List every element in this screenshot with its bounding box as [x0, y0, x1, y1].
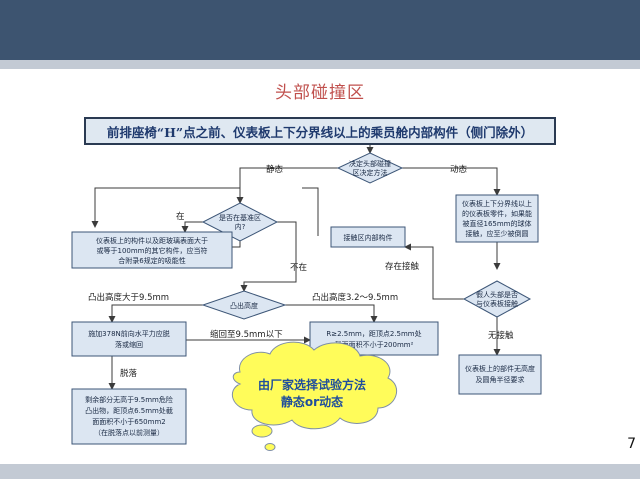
header-bar	[0, 0, 640, 60]
svg-text:的仪表板零件，如果能: 的仪表板零件，如果能	[462, 209, 532, 218]
svg-text:仪表板上的构件以及距玻璃表面大于: 仪表板上的构件以及距玻璃表面大于	[96, 236, 208, 245]
dynamic-label: 动态	[450, 164, 468, 175]
contact-area-box: 接触区内部构件	[330, 226, 406, 248]
header-band	[0, 60, 640, 69]
static-label: 静态	[266, 164, 284, 175]
inside-label: 在	[176, 211, 185, 222]
svg-text:假人头部是否: 假人头部是否	[476, 290, 518, 299]
page-number: 7	[627, 436, 636, 452]
svg-text:剩余部分无高于9.5mm危险: 剩余部分无高于9.5mm危险	[85, 395, 173, 404]
remaining-part-box: 剩余部分无高于9.5mm危险 凸出物，距顶点6.5mm处截 面面积不小于650m…	[71, 388, 187, 445]
svg-text:接触区内部构件: 接触区内部构件	[344, 233, 393, 242]
svg-text:截面面积不小于200mm²: 截面面积不小于200mm²	[335, 340, 414, 349]
svg-text:R≥2.5mm，距顶点2.5mm处: R≥2.5mm，距顶点2.5mm处	[326, 329, 421, 338]
svg-text:（在脱落点以前测量）: （在脱落点以前测量）	[94, 428, 164, 437]
scope-banner: 前排座椅“H”点之前、仪表板上下分界线以上的乘员舱内部构件（侧门除外）	[84, 117, 556, 145]
svg-text:内?: 内?	[235, 222, 246, 231]
svg-text:凸出高度: 凸出高度	[230, 301, 258, 310]
head-contact-diamond: 假人头部是否 与仪表板接触	[462, 280, 532, 318]
svg-text:是否在基准区: 是否在基准区	[219, 213, 261, 222]
svg-text:面面积不小于650mm2: 面面积不小于650mm2	[92, 417, 165, 426]
svg-text:区决定方法: 区决定方法	[353, 168, 388, 177]
push-force-box: 施加378N前向水平力应脱 落或缩回	[71, 321, 187, 357]
test-method-cloud: 由厂家选择试验方法 静态or动态	[231, 341, 398, 451]
slide-title: 头部碰撞区	[275, 83, 365, 103]
no-height-requirement-box: 仪表板上的部件无高度 及圆角半径要求	[458, 354, 542, 395]
svg-text:仪表板上下分界线以上: 仪表板上下分界线以上	[462, 199, 532, 208]
svg-text:施加378N前向水平力应脱: 施加378N前向水平力应脱	[88, 329, 170, 338]
svg-text:合附录6规定的吸能性: 合附录6规定的吸能性	[118, 256, 185, 265]
svg-text:接触，应至少被倒圆: 接触，应至少被倒圆	[466, 229, 529, 238]
svg-text:与仪表板接触: 与仪表板接触	[476, 299, 518, 308]
left-energy-box: 仪表板上的构件以及距玻璃表面大于 或等于100mm的其它构件，应当符 合附录6规…	[71, 231, 233, 269]
connector-lines	[91, 145, 501, 390]
decide-area-diamond: 决定头部碰撞 区决定方法	[336, 152, 404, 184]
svg-text:静态or动态: 静态or动态	[281, 394, 343, 409]
svg-text:被直径165mm的球体: 被直径165mm的球体	[463, 219, 532, 228]
svg-text:及圆角半径要求: 及圆角半径要求	[476, 375, 525, 384]
footer-band	[0, 464, 640, 479]
svg-text:凸出物，距顶点6.5mm处截: 凸出物，距顶点6.5mm处截	[85, 406, 173, 415]
height-range-label: 凸出高度3.2～9.5mm	[312, 292, 398, 303]
not-inside-label: 不在	[290, 262, 307, 273]
fall-off-label: 脱落	[120, 368, 138, 379]
svg-text:决定头部碰撞: 决定头部碰撞	[349, 159, 391, 168]
svg-text:仪表板上的部件无高度: 仪表板上的部件无高度	[465, 364, 535, 373]
svg-text:或等于100mm的其它构件，应当符: 或等于100mm的其它构件，应当符	[97, 246, 208, 255]
contact-label: 存在接触	[385, 261, 420, 272]
height-over-label: 凸出高度大于9.5mm	[88, 292, 169, 303]
height-decision-diamond: 凸出高度	[201, 290, 287, 320]
no-contact-label: 无接触	[488, 330, 514, 341]
svg-text:落或缩回: 落或缩回	[115, 340, 143, 349]
right-dashboard-box: 仪表板上下分界线以上 的仪表板零件，如果能 被直径165mm的球体 接触，应至少…	[455, 194, 539, 243]
shrink-label: 缩回至9.5mm以下	[210, 329, 283, 340]
svg-text:由厂家选择试验方法: 由厂家选择试验方法	[258, 377, 366, 392]
